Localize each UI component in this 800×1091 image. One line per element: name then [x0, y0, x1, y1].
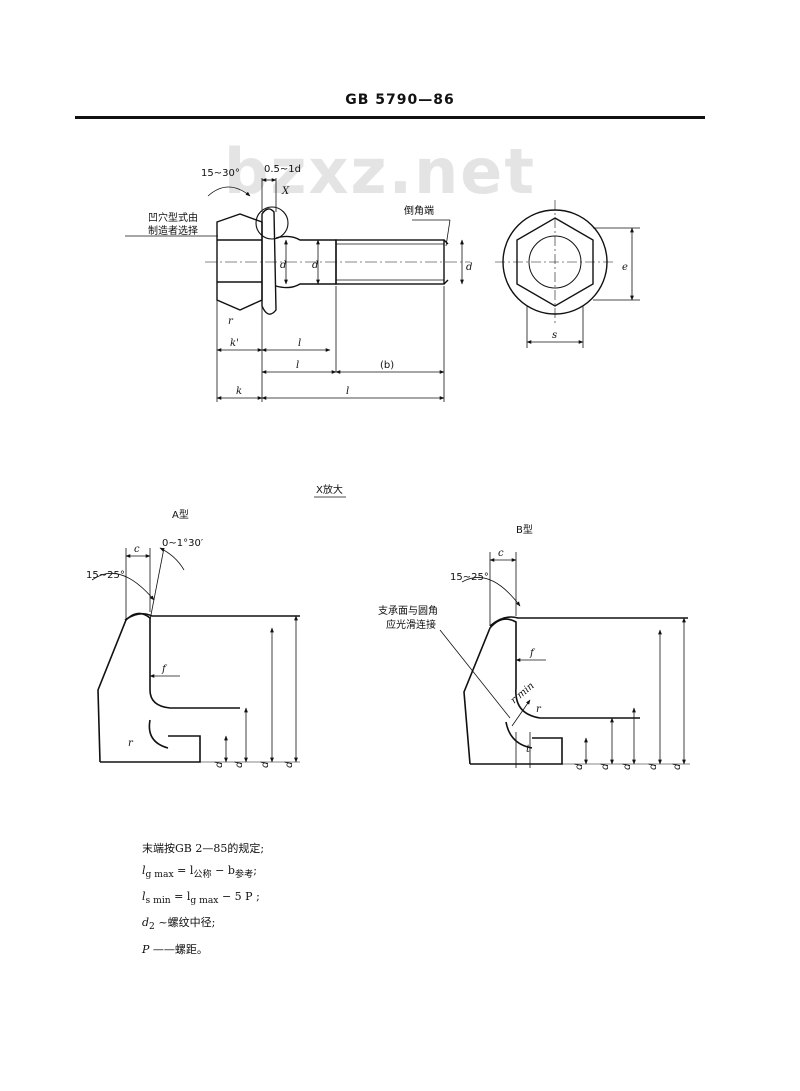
type-b-angle: 15~25° [450, 572, 489, 583]
end-view-dimensions [526, 227, 640, 348]
dim-ls: l [298, 338, 301, 349]
type-b-f: f [529, 648, 536, 659]
type-a-dimensions [91, 547, 298, 763]
x-view-caption: X放大 [316, 483, 343, 496]
dim-dc: d [280, 260, 286, 271]
type-b-note-line1: 支承面与圆角 [378, 605, 438, 617]
view-marker-x: X [281, 186, 290, 197]
type-b-dw: d [648, 763, 659, 770]
recess-note-line1: 凹穴型式由 [148, 211, 198, 224]
type-a-r1: r [128, 738, 134, 749]
angle-label: 15~30° [201, 168, 240, 179]
note-ls-formula: ls min = lg max − 5 P ; [142, 890, 260, 907]
bolt-end-view [495, 200, 615, 324]
note-end-rule: 末端按GB 2—85的规定; [142, 842, 265, 855]
dim-k: k [236, 386, 242, 397]
header-rule [75, 116, 705, 119]
type-b-da: d [574, 763, 585, 770]
type-b-note-line2: 应光滑连接 [386, 618, 436, 631]
chamfer-note: 倒角端 [404, 204, 434, 217]
type-a-f: f [161, 664, 168, 675]
dim-r: r [228, 316, 234, 327]
type-a-title: A型 [172, 508, 189, 521]
type-a-ds: d [234, 761, 245, 768]
type-b-r1: r [536, 704, 542, 715]
type-a-tolerance: 0~1°30′ [162, 538, 204, 549]
dim-k-prime: k' [230, 338, 239, 349]
dim-s: s [552, 330, 557, 341]
type-a-dw: d [260, 761, 271, 768]
dim-l: l [346, 386, 349, 397]
type-a-c: c [134, 544, 140, 555]
spacing-label: 0.5~1d [264, 164, 301, 175]
type-b-t: t [526, 744, 531, 755]
standard-number: GB 5790—86 [345, 92, 455, 108]
dim-d: d [466, 262, 472, 273]
type-b-c: c [498, 548, 504, 559]
type-b-title: B型 [516, 523, 533, 536]
bolt-side-view [205, 206, 470, 315]
type-b-dc: d [672, 763, 683, 770]
side-view-dimensions [125, 178, 464, 402]
type-b-dim-labels: d d d d d [574, 763, 683, 770]
type-b-detail [463, 616, 690, 765]
note-lg-formula: lg max = l公称 − b参考; [142, 864, 257, 881]
type-b-rmin: r min [509, 680, 537, 706]
type-a-dim-labels: d d d d [214, 761, 295, 768]
dim-b: (b) [380, 360, 394, 371]
type-a-dc: d [284, 761, 295, 768]
type-a-da: d [214, 761, 225, 768]
recess-note-line2: 制造者选择 [148, 224, 198, 237]
type-a-angle: 15~25° [86, 570, 125, 581]
dim-lg: l [296, 360, 299, 371]
dim-e: e [622, 262, 628, 273]
notes-block: 末端按GB 2—85的规定; lg max = l公称 − b参考; ls mi… [142, 838, 264, 961]
dim-ds: d [312, 260, 318, 271]
note-p-definition: P ——螺距。 [142, 942, 208, 956]
note-d2-definition: d2 ~螺纹中径; [142, 916, 216, 933]
type-b-du: d [622, 763, 633, 770]
type-b-dimensions [439, 552, 686, 768]
type-b-ds: d [600, 763, 611, 770]
